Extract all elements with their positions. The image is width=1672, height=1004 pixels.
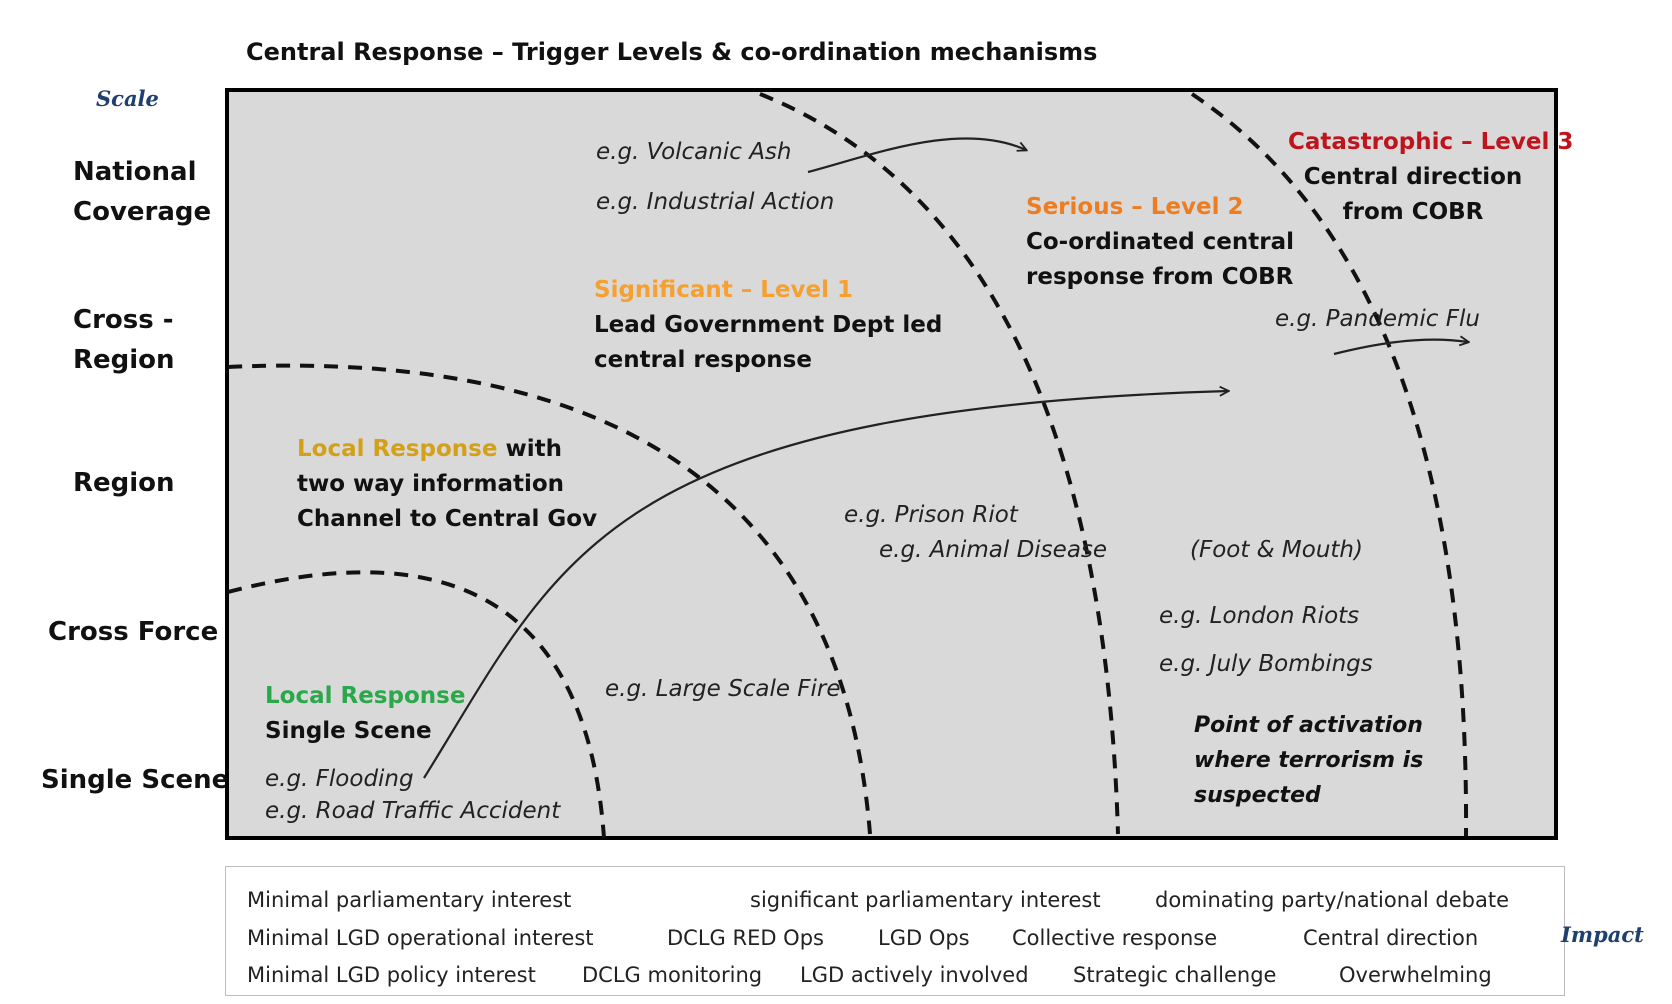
zone-level1: Significant – Level 1 Lead Government De…	[594, 273, 942, 378]
example-london-riots: e.g. London Riots	[1159, 603, 1360, 629]
boundary-arc-level2	[1190, 92, 1469, 837]
example-july-bombings: e.g. July Bombings	[1159, 651, 1373, 677]
scale-national-line1: National	[73, 157, 197, 187]
escalation-arrow-pandemic	[1333, 340, 1468, 356]
example-foot-and-mouth: (Foot & Mouth)	[1190, 537, 1363, 563]
impact-row3-col5: Overwhelming	[1339, 963, 1492, 987]
example-flooding: e.g. Flooding	[265, 766, 414, 792]
impact-row1-col1: Minimal parliamentary interest	[247, 888, 572, 912]
boundary-arc-level1	[759, 92, 1120, 835]
impact-axis-label: Impact	[1561, 922, 1644, 947]
diagram-panel	[225, 88, 1558, 840]
scale-axis-label: Scale	[96, 86, 159, 111]
zone-local-two-way-desc2: Channel to Central Gov	[297, 506, 598, 532]
zone-level2-desc1: Co-ordinated central	[1026, 229, 1295, 255]
zone-level1-heading: Significant – Level 1	[594, 277, 853, 303]
impact-row3-col4: Strategic challenge	[1073, 963, 1277, 987]
scale-single-scene: Single Scene	[41, 765, 230, 795]
zone-level2: Serious – Level 2 Co-ordinated central r…	[1026, 190, 1294, 295]
escalation-arrow-main	[423, 391, 1228, 779]
impact-footer	[225, 866, 1565, 996]
zone-local-two-way-heading: Local Response	[297, 436, 498, 462]
zone-level3: Catastrophic – Level 3 Central direction…	[1288, 125, 1574, 230]
zone-level1-desc2: central response	[594, 347, 812, 373]
impact-row1-col2: significant parliamentary interest	[750, 888, 1101, 912]
terrorism-note-line3: suspected	[1194, 783, 1321, 808]
zone-level2-desc2: response from COBR	[1026, 264, 1294, 290]
scale-national-coverage: National Coverage	[73, 152, 211, 232]
example-large-scale-fire: e.g. Large Scale Fire	[605, 676, 841, 702]
zone-local-two-way-suffix: with	[497, 436, 562, 462]
scale-cross-force: Cross Force	[48, 617, 219, 647]
boundary-arc-regional	[227, 363, 872, 835]
example-pandemic-flu: e.g. Pandemic Flu	[1275, 306, 1480, 332]
scale-cross-region-line2: Region	[73, 345, 175, 375]
zone-level3-desc2: from COBR	[1342, 199, 1484, 225]
scale-region: Region	[73, 468, 175, 498]
scale-cross-region: Cross - Region	[73, 300, 175, 380]
terrorism-note-line1: Point of activation	[1194, 713, 1423, 738]
example-prison-riot: e.g. Prison Riot	[844, 502, 1018, 528]
example-road-traffic-accident: e.g. Road Traffic Accident	[265, 798, 561, 824]
zone-local-two-way: Local Response with two way information …	[297, 432, 597, 537]
impact-row1-col3: dominating party/national debate	[1155, 888, 1509, 912]
example-volcanic-ash: e.g. Volcanic Ash	[596, 139, 792, 165]
impact-row2-col1: Minimal LGD operational interest	[247, 926, 594, 950]
escalation-arrow-volcanic	[807, 137, 1026, 174]
zone-local-desc: Single Scene	[265, 718, 432, 744]
zone-level3-desc1: Central direction	[1303, 164, 1523, 190]
zone-level1-desc1: Lead Government Dept led	[594, 312, 943, 338]
zone-local-single: Local Response Single Scene	[265, 679, 465, 749]
impact-row2-col5: Central direction	[1303, 926, 1479, 950]
scale-national-line2: Coverage	[73, 197, 212, 227]
diagram-title: Central Response – Trigger Levels & co-o…	[246, 38, 1098, 66]
impact-row3-col3: LGD actively involved	[800, 963, 1029, 987]
impact-row2-col4: Collective response	[1012, 926, 1218, 950]
zone-level2-heading: Serious – Level 2	[1026, 194, 1244, 220]
terrorism-activation-note: Point of activation where terrorism is s…	[1194, 708, 1423, 813]
impact-row3-col2: DCLG monitoring	[582, 963, 763, 987]
zone-local-heading: Local Response	[265, 683, 466, 709]
impact-row3-col1: Minimal LGD policy interest	[247, 963, 536, 987]
impact-row2-col3: LGD Ops	[878, 926, 970, 950]
zone-local-two-way-desc1: two way information	[297, 471, 565, 497]
example-animal-disease: e.g. Animal Disease	[879, 537, 1108, 563]
impact-row2-col2: DCLG RED Ops	[667, 926, 824, 950]
terrorism-note-line2: where terrorism is	[1194, 748, 1424, 773]
zone-level3-heading: Catastrophic – Level 3	[1288, 129, 1574, 155]
example-industrial-action: e.g. Industrial Action	[596, 189, 835, 215]
scale-cross-region-line1: Cross -	[73, 305, 174, 335]
